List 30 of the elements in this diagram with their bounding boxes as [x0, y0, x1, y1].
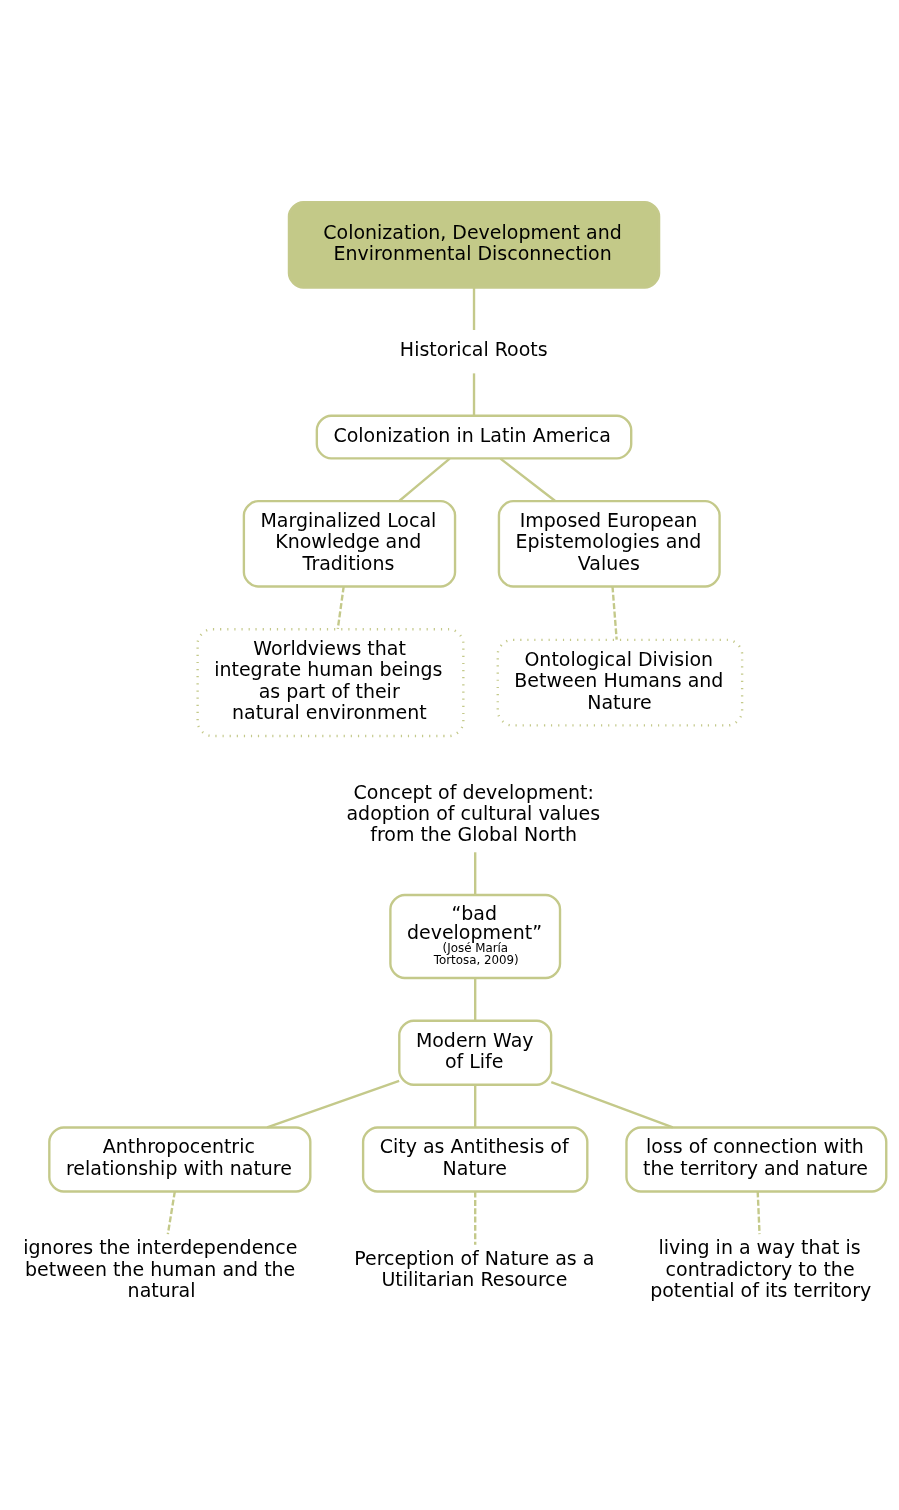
node-text: ignores the interdependence between the human and the natural — [22, 1236, 297, 1301]
node-text: Perception of Nature as a Utilitarian Resource — [353, 1246, 594, 1291]
connector — [550, 1081, 673, 1129]
connector — [610, 586, 618, 640]
connector — [398, 457, 450, 502]
node-box: City as Antithesis of Nature — [361, 1126, 588, 1193]
connector — [473, 852, 476, 895]
connector — [473, 978, 476, 1021]
node-box: “bad development” (José María Tortosa, 2009) — [388, 893, 561, 980]
node-box: Colonization, Development and Environmental Disconnection — [287, 201, 660, 289]
node-box: Worldviews that integrate human beings as part of their natural environment — [195, 628, 465, 738]
node-box: Modern Way of Life — [397, 1019, 552, 1086]
node-box: Colonization in Latin America — [315, 414, 632, 460]
connector — [756, 1191, 761, 1235]
node-box: Marginalized Local Knowledge and Traditions — [242, 499, 456, 588]
connector — [336, 586, 345, 630]
connector — [266, 1079, 400, 1129]
node-box: loss of connection with the territory and nature — [624, 1126, 887, 1193]
node-box: Ontological Division Between Humans and Nature — [496, 638, 743, 727]
node-text: Concept of development: adoption of cultural values from the Global North — [346, 780, 600, 846]
node-text: Historical Roots — [399, 338, 548, 361]
node-text: living in a way that is contradictory to the potential of its territory — [649, 1236, 871, 1301]
connector — [473, 1085, 476, 1128]
connector — [166, 1191, 176, 1235]
connector — [499, 457, 556, 502]
connector — [472, 287, 475, 330]
connector — [472, 373, 475, 416]
node-box: Imposed European Epistemologies and Values — [497, 499, 721, 588]
connector — [473, 1191, 476, 1245]
node-box: Anthropocentric relationship with nature — [47, 1126, 311, 1193]
